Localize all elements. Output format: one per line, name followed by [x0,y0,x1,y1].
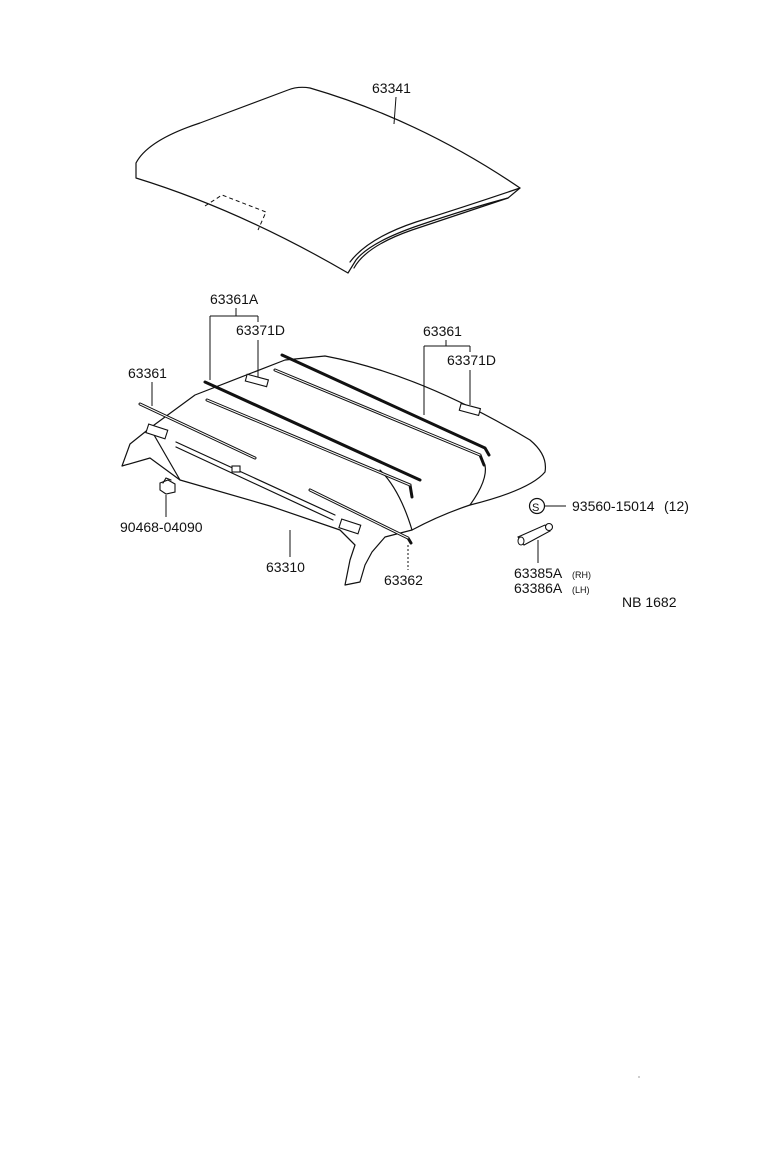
label-screw-qty: (12) [664,498,689,514]
clip-bottom [159,477,176,495]
label-roof-panel: 63341 [372,80,411,96]
drawing-code: NB 1682 [622,594,677,610]
label-retainer-a: 63361A [210,291,259,307]
screw-symbol-circle [528,497,546,515]
label-holder-lh-side: (LH) [572,585,590,595]
scan-speck [638,1076,640,1078]
screw-symbol: S [532,502,539,514]
clip-d-right [458,402,482,417]
bracket-left [145,423,169,440]
leader-roof-panel [393,96,397,125]
label-clip-d-right: 63371D [447,352,496,368]
label-retainer-left: 63361 [128,365,167,381]
label-retainer-right: 63361 [423,323,462,339]
label-headlining: 63310 [266,559,305,575]
label-clip-bottom: 90468-04090 [120,519,203,535]
roof-panel [135,86,521,274]
label-screw: 93560-15014 [572,498,655,514]
bracket-right [338,518,362,535]
label-retainer-front: 63362 [384,572,423,588]
holder [517,522,554,546]
label-holder-rh-side: (RH) [572,570,591,580]
small-tab [231,465,241,473]
clip-d-left [244,373,270,388]
label-clip-d-left: 63371D [236,322,285,338]
headlining [121,355,547,586]
label-holder-lh: 63386A [514,580,563,596]
label-holder-rh: 63385A [514,565,563,581]
retainer-strips [138,353,491,545]
